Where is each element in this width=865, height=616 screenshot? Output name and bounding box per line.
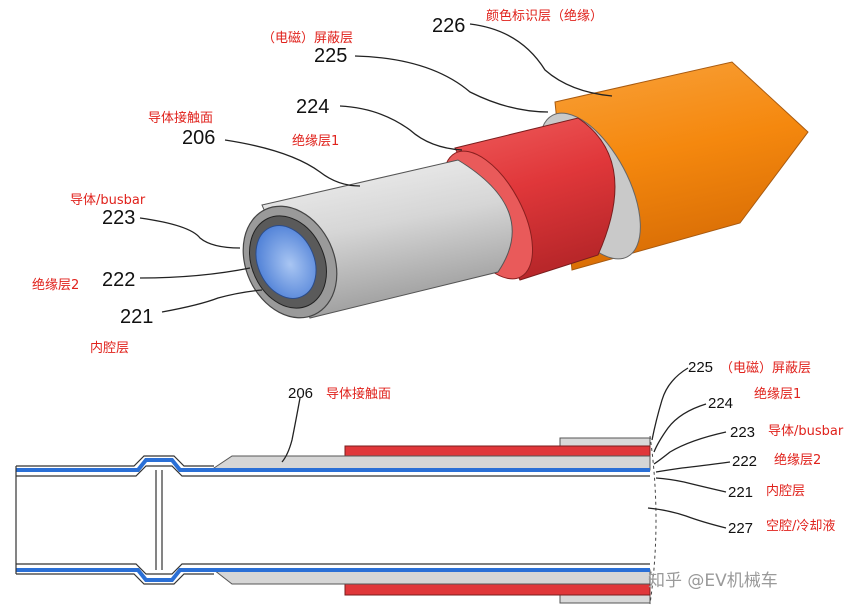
num-225: 225 bbox=[314, 45, 347, 67]
section-text-225: （电磁）屏蔽层 bbox=[720, 361, 811, 376]
text-224: 绝缘层1 bbox=[292, 133, 339, 149]
busbar-bottom bbox=[16, 568, 650, 582]
cable-3d-view bbox=[242, 61, 809, 319]
section-cut-line bbox=[649, 435, 657, 605]
section-text-206: 导体接触面 bbox=[326, 386, 391, 402]
section-num-222: 222 bbox=[732, 453, 757, 470]
text-206: 导体接触面 bbox=[148, 110, 213, 126]
num-222: 222 bbox=[102, 269, 135, 291]
section-label-223: 223 导体/busbar bbox=[730, 424, 844, 441]
conductor-contact-bottom bbox=[212, 569, 651, 585]
num-223: 223 bbox=[102, 207, 135, 229]
section-text-222: 绝缘层2 bbox=[774, 452, 821, 468]
inner-wall-bottom bbox=[16, 563, 650, 575]
section-num-223: 223 bbox=[730, 424, 755, 441]
label-226: 226 颜色标识层（绝缘） bbox=[432, 8, 603, 37]
conductor-contact-top bbox=[213, 455, 651, 471]
section-label-227: 227 空腔/冷却液 bbox=[728, 519, 835, 537]
label-221: 221 内腔层 bbox=[90, 306, 153, 356]
num-206: 206 bbox=[182, 127, 215, 149]
text-223: 导体/busbar bbox=[70, 193, 146, 208]
leader-lines-3d bbox=[139, 23, 613, 313]
watermark-text: 知乎 @EV机械车 bbox=[648, 571, 778, 591]
section-label-224: 绝缘层1 224 bbox=[708, 386, 801, 412]
inner-cavity-221 bbox=[255, 225, 317, 299]
section-num-224: 224 bbox=[708, 395, 733, 412]
leader-lines-section bbox=[281, 367, 731, 529]
section-num-225: 225 bbox=[688, 359, 713, 376]
label-222: 222 绝缘层2 bbox=[32, 269, 135, 293]
inner-wall-top bbox=[16, 465, 650, 477]
num-226: 226 bbox=[432, 15, 465, 37]
section-num-221: 221 bbox=[728, 484, 753, 501]
text-221: 内腔层 bbox=[90, 340, 129, 356]
section-label-206: 206 导体接触面 bbox=[288, 385, 391, 402]
outer-wall-top bbox=[16, 455, 214, 467]
outer-wall-bottom bbox=[16, 573, 214, 585]
section-label-221: 221 内腔层 bbox=[728, 483, 805, 501]
section-text-221: 内腔层 bbox=[766, 483, 805, 499]
text-222: 绝缘层2 bbox=[32, 277, 79, 293]
num-221: 221 bbox=[120, 306, 153, 328]
section-text-224: 绝缘层1 bbox=[754, 386, 801, 402]
section-text-227: 空腔/冷却液 bbox=[766, 519, 835, 534]
label-225: （电磁）屏蔽层 225 bbox=[262, 31, 353, 67]
section-num-206: 206 bbox=[288, 385, 313, 402]
label-224: 224 绝缘层1 bbox=[292, 96, 339, 149]
label-206: 导体接触面 206 bbox=[148, 110, 215, 149]
busbar-top bbox=[16, 458, 650, 472]
section-label-222: 222 绝缘层2 bbox=[732, 452, 821, 470]
text-225: （电磁）屏蔽层 bbox=[262, 31, 353, 46]
section-label-225: 225 （电磁）屏蔽层 bbox=[688, 359, 811, 376]
insulation1-bottom bbox=[344, 582, 651, 596]
label-223: 导体/busbar 223 bbox=[70, 193, 146, 229]
section-num-227: 227 bbox=[728, 520, 753, 537]
text-226: 颜色标识层（绝缘） bbox=[486, 8, 603, 24]
num-224: 224 bbox=[296, 96, 329, 118]
cable-section-view bbox=[15, 435, 657, 605]
insulation-layer-224 bbox=[454, 117, 616, 281]
section-text-223: 导体/busbar bbox=[768, 424, 844, 439]
